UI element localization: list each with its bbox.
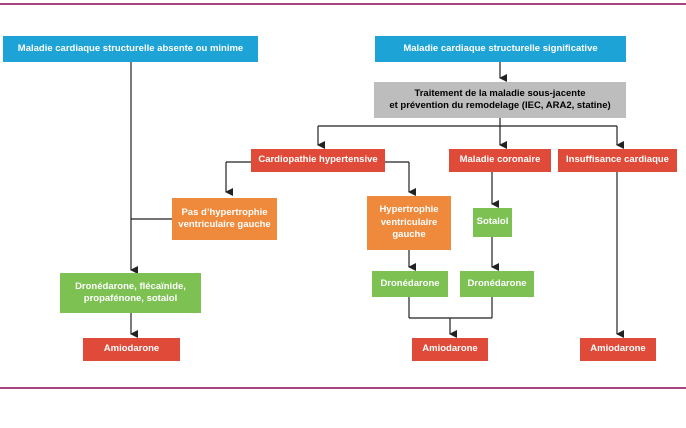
left-header-box: Maladie cardiaque structurelle absente o… — [3, 36, 258, 62]
middle-amiodarone-box: Amiodarone — [412, 338, 488, 361]
no-hypertrophy-box: Pas d’hypertrophie ventriculaire gauche — [172, 198, 277, 240]
dronedarone-coronary-box: Dronédarone — [460, 271, 534, 297]
coronary-box: Maladie coronaire — [449, 149, 551, 172]
treatment-box: Traitement de la maladie sous-jacente et… — [374, 82, 626, 118]
hypertensive-box: Cardiopathie hypertensive — [251, 149, 385, 172]
dronedarone-hypertensive-box: Dronédarone — [372, 271, 448, 297]
left-amiodarone-box: Amiodarone — [83, 338, 180, 361]
heart-failure-box: Insuffisance cardiaque — [558, 149, 677, 172]
left-drugs-box: Dronédarone, flécaïnide, propafénone, so… — [60, 273, 201, 313]
hypertrophy-box: Hypertrophie ventriculaire gauche — [367, 196, 451, 250]
sotalol-box: Sotalol — [473, 208, 512, 237]
right-header-box: Maladie cardiaque structurelle significa… — [375, 36, 626, 62]
right-amiodarone-box: Amiodarone — [580, 338, 656, 361]
bottom-rule — [0, 387, 686, 389]
top-rule — [0, 3, 686, 5]
